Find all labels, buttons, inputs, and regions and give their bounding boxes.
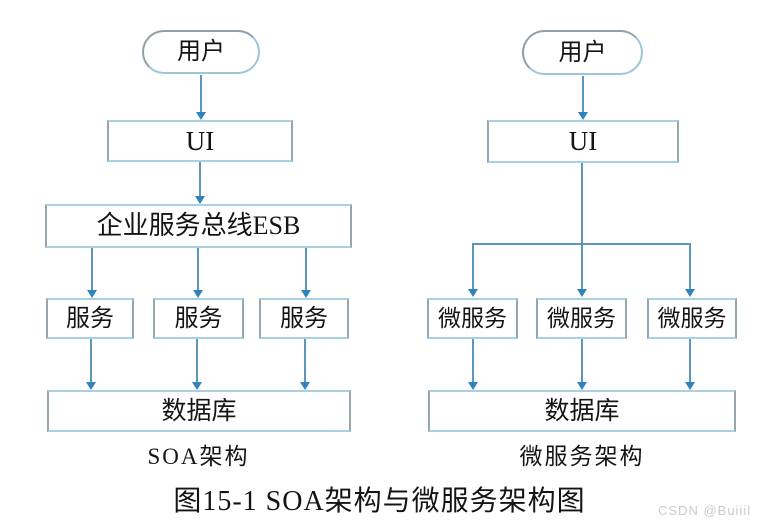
soa-arrow-esb-to-service-1	[86, 248, 98, 298]
micro-diagram-title: 微服务架构	[519, 444, 645, 469]
soa-esb-label: 企业服务总线ESB	[96, 211, 301, 240]
arrow-stem	[581, 339, 583, 383]
arrow-head-icon	[301, 290, 311, 298]
arrow-head-icon	[196, 112, 206, 120]
micro-database-node: 数据库	[428, 390, 736, 432]
arrow-head-icon	[468, 382, 478, 390]
arrow-stem	[196, 339, 198, 383]
micro-database-label: 数据库	[544, 397, 620, 425]
arrow-stem	[472, 339, 474, 383]
micro-service-label: 微服务	[657, 306, 727, 331]
soa-diagram-title: SOA架构	[147, 444, 250, 469]
arrow-head-icon	[195, 196, 205, 204]
arrow-head-icon	[577, 382, 587, 390]
soa-esb-node: 企业服务总线ESB	[45, 204, 352, 248]
soa-service-node-2: 服务	[153, 298, 244, 339]
csdn-watermark: CSDN @Buiiil	[658, 503, 752, 518]
soa-user-label: 用户	[177, 39, 225, 65]
arrow-stem	[582, 76, 584, 113]
micro-service-node-3: 微服务	[647, 298, 737, 339]
arrow-head-icon	[192, 382, 202, 390]
arrow-head-icon	[193, 290, 203, 298]
arrow-head-icon	[300, 382, 310, 390]
soa-service-label: 服务	[174, 305, 223, 332]
micro-arrow-branch-to-service-1	[467, 244, 479, 297]
soa-service-label: 服务	[280, 305, 328, 332]
micro-user-label: 用户	[558, 39, 607, 66]
arrow-stem	[90, 339, 92, 383]
micro-arrow-service-1-to-db	[467, 339, 479, 390]
micro-service-node-1: 微服务	[427, 298, 518, 339]
soa-service-node-3: 服务	[259, 298, 349, 339]
soa-ui-label: UI	[185, 125, 215, 156]
soa-service-label: 服务	[66, 305, 114, 332]
micro-service-label: 微服务	[438, 306, 507, 331]
arrow-head-icon	[685, 289, 695, 297]
micro-ui-node: UI	[487, 120, 679, 163]
micro-arrow-ui-to-service-2	[576, 163, 588, 297]
soa-service-node-1: 服务	[46, 298, 134, 339]
arrow-head-icon	[468, 289, 478, 297]
arrow-stem	[472, 244, 474, 290]
soa-arrow-esb-to-service-3	[300, 248, 312, 298]
soa-user-node: 用户	[142, 30, 260, 74]
arrow-head-icon	[577, 289, 587, 297]
micro-user-node: 用户	[522, 30, 643, 75]
micro-ui-label: UI	[568, 126, 598, 156]
arrow-stem	[689, 339, 691, 383]
arrow-head-icon	[578, 112, 588, 120]
arrow-stem	[304, 339, 306, 383]
soa-arrow-esb-to-service-2	[192, 248, 204, 298]
figure-caption: 图15-1 SOA架构与微服务架构图	[173, 486, 586, 517]
arrow-stem	[689, 244, 691, 290]
micro-arrow-user-to-ui	[577, 76, 589, 120]
micro-arrow-service-2-to-db	[576, 339, 588, 390]
arrow-stem	[200, 75, 202, 113]
soa-database-node: 数据库	[47, 390, 351, 432]
soa-database-label: 数据库	[161, 397, 237, 425]
micro-arrow-service-3-to-db	[684, 339, 696, 390]
arrow-head-icon	[86, 382, 96, 390]
arrow-head-icon	[685, 382, 695, 390]
soa-arrow-service-1-to-db	[85, 339, 97, 390]
arrow-stem	[197, 248, 199, 291]
arrow-stem	[305, 248, 307, 291]
arrow-head-icon	[87, 290, 97, 298]
micro-service-node-2: 微服务	[536, 298, 627, 339]
soa-arrow-ui-to-esb	[194, 162, 206, 204]
soa-arrow-service-3-to-db	[299, 339, 311, 390]
arrow-stem	[581, 163, 583, 290]
micro-arrow-branch-to-service-3	[684, 244, 696, 297]
soa-ui-node: UI	[107, 120, 293, 162]
soa-arrow-service-2-to-db	[191, 339, 203, 390]
soa-arrow-user-to-ui	[195, 75, 207, 120]
arrow-stem	[91, 248, 93, 291]
arrow-stem	[199, 162, 201, 197]
micro-service-label: 微服务	[547, 306, 616, 331]
